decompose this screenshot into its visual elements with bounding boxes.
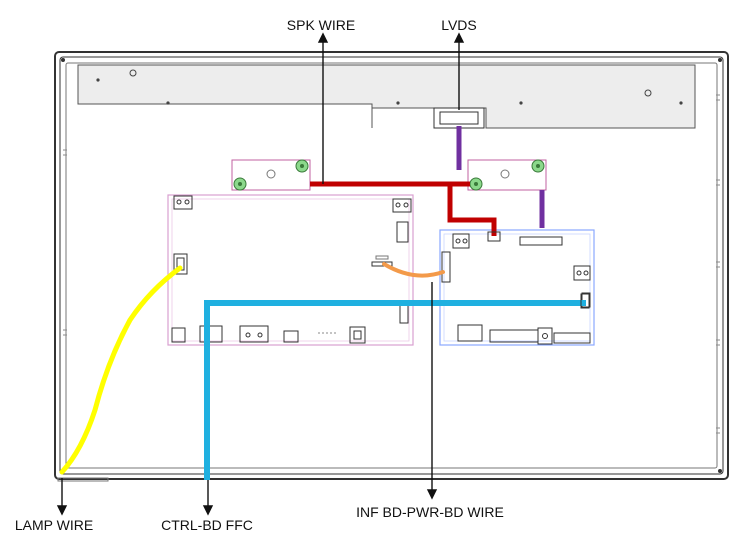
lamp-wire-line xyxy=(59,265,183,475)
lvds-label: LVDS xyxy=(441,17,477,33)
frame-edge-ticks xyxy=(63,94,720,434)
spk-wire-label: SPK WIRE xyxy=(287,17,355,33)
callouts xyxy=(56,32,465,516)
lvds-wire-line xyxy=(456,126,545,228)
top-bracket xyxy=(77,64,696,129)
ctrl-bd-ffc-line xyxy=(204,300,586,480)
inf-bd-pwr-bd-wire-label: INF BD-PWR-BD WIRE xyxy=(356,504,504,520)
control-board xyxy=(167,194,414,346)
ctrl-bd-ffc-label: CTRL-BD FFC xyxy=(161,517,253,533)
wires xyxy=(59,126,586,480)
left-speaker-mount xyxy=(231,159,311,191)
spk-wire-line xyxy=(310,181,497,236)
inf-bd-pwr-bd-wire-line xyxy=(382,262,445,278)
power-board xyxy=(439,229,595,346)
lamp-wire-label: LAMP WIRE xyxy=(15,517,93,533)
chassis-frame xyxy=(54,51,729,482)
right-speaker-mount xyxy=(467,159,547,191)
overlay-connectors xyxy=(487,231,590,309)
